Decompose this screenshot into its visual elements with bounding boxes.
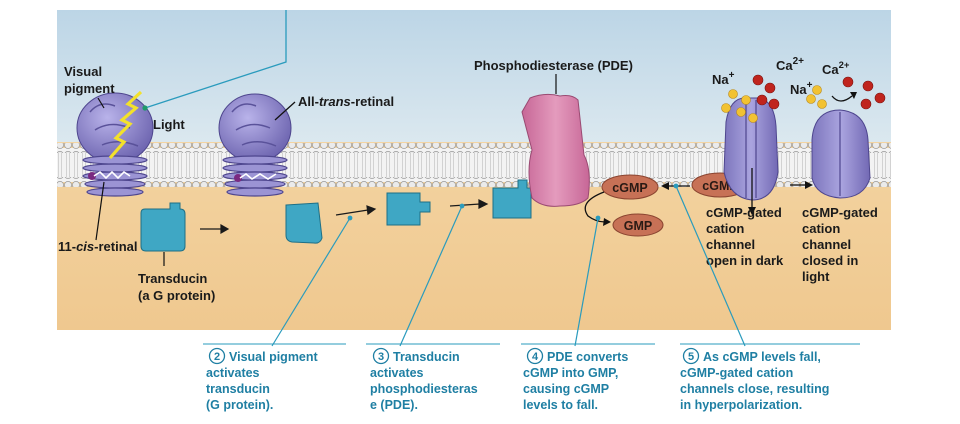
cation-channel-closed (811, 109, 871, 199)
pde-label: Phosphodiesterase (PDE) (474, 58, 633, 73)
light-dot (142, 105, 148, 111)
svg-text:PDE converts cGMP into G: PDE converts cGMP into GMP, causing cGMP… (523, 350, 632, 412)
visual-pigment-2 (218, 93, 292, 197)
light-ray (108, 90, 143, 160)
ca-label-1: Ca2+ (776, 56, 804, 73)
step-caption-5: 5 As cGMP levels fall, cGMP-gated cation… (680, 343, 860, 412)
all-trans-pointer (274, 101, 296, 121)
cis-retinal-label: 11-cis-retinal (58, 239, 138, 254)
all-trans-retinal-label: All-trans-retinal (298, 94, 394, 109)
transducin-1 (140, 202, 186, 252)
ca-label-2: Ca2+ (822, 60, 850, 77)
na-label-2: Na+ (790, 80, 813, 97)
svg-text:Transducin activates: Transducin activates phosphodiesteras e … (370, 350, 481, 412)
cgmp-pill-1: cGMP (601, 174, 659, 200)
transducin-arrows (200, 199, 489, 235)
channel-closed-label: cGMP-gated cation channel closed in ligh… (802, 205, 881, 284)
svg-text:4: 4 (532, 351, 539, 363)
svg-text:2: 2 (214, 351, 220, 363)
ion-arrow (831, 95, 853, 102)
svg-text:3: 3 (378, 351, 384, 363)
pde-enzyme (521, 93, 590, 207)
cgmp-to-gmp-arrow (584, 191, 606, 223)
cation-channel-open (723, 97, 779, 201)
transducin-2 (285, 202, 323, 244)
step-caption-3: 3 Transducin activates phosphodiesteras … (366, 343, 500, 412)
visual-pigment-label: Visual pigment (64, 64, 115, 96)
step-caption-4: 4 PDE converts cGMP into GMP, causing cG… (521, 343, 655, 412)
svg-text:Visual pigment activates: Visual pigment activates transducin (G p… (206, 350, 321, 412)
transducin-label: Transducin (a G protein) (138, 271, 215, 303)
svg-text:5: 5 (688, 351, 694, 363)
light-label: Light (153, 117, 185, 132)
svg-text:cGMP: cGMP (612, 181, 647, 195)
ions (721, 74, 886, 123)
callout-line-step1 (144, 10, 287, 109)
channel-open-label: cGMP-gated cation channel open in dark (706, 205, 785, 268)
gmp-pill: GMP (612, 213, 664, 237)
na-label-1: Na+ (712, 70, 735, 87)
transducin-3 (386, 192, 431, 226)
step-caption-2: 2 Visual pigment activates transducin (G… (203, 343, 346, 412)
callout-lines (271, 185, 746, 347)
transducin-4 (492, 179, 532, 219)
svg-text:As cGMP levels fall, cGM: As cGMP levels fall, cGMP-gated cation c… (680, 350, 833, 412)
svg-text:GMP: GMP (624, 219, 652, 233)
transducin-group (140, 179, 532, 252)
